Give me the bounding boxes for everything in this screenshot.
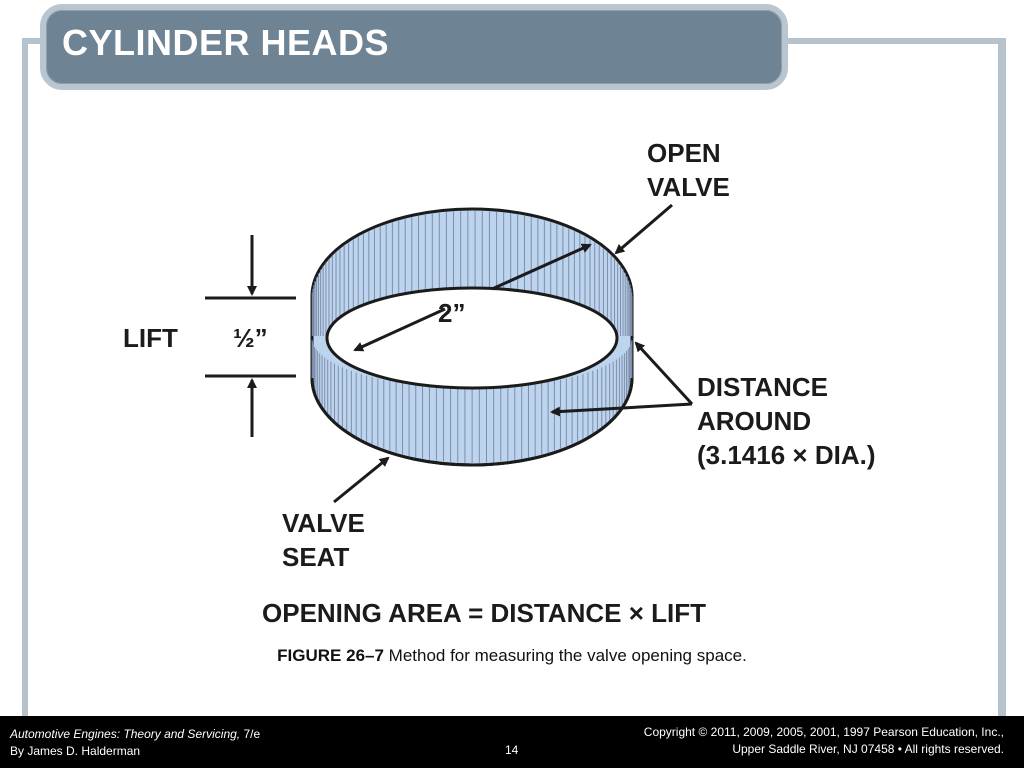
figure-caption-text: Method for measuring the valve opening s… bbox=[383, 646, 747, 665]
distance-label-line3: (3.1416 × DIA.) bbox=[697, 440, 875, 470]
band-stripes bbox=[311, 211, 633, 463]
book-edition: 7/e bbox=[240, 727, 261, 741]
cylinder-band bbox=[310, 207, 634, 467]
footer: Automotive Engines: Theory and Servicing… bbox=[0, 716, 1024, 768]
diameter-arrow bbox=[353, 243, 592, 352]
footer-copyright: Copyright © 2011, 2009, 2005, 2001, 1997… bbox=[644, 724, 1004, 758]
copyright-line2: Upper Saddle River, NJ 07458 • All right… bbox=[732, 742, 1004, 756]
figure-label: FIGURE 26–7 bbox=[277, 646, 384, 665]
book-author: By James D. Halderman bbox=[10, 744, 141, 758]
lift-value: ½” bbox=[233, 323, 268, 353]
lift-label: LIFT bbox=[123, 323, 178, 353]
footer-book-info: Automotive Engines: Theory and Servicing… bbox=[10, 726, 260, 760]
distance-label-line2: AROUND bbox=[697, 406, 811, 436]
formula-text: OPENING AREA = DISTANCE × LIFT bbox=[262, 598, 706, 628]
open-valve-label-line1: OPEN bbox=[647, 138, 721, 168]
valve-seat-arrow bbox=[333, 456, 390, 504]
open-valve-arrow bbox=[614, 203, 673, 255]
distance-arrows bbox=[550, 341, 694, 417]
distance-label-line1: DISTANCE bbox=[697, 372, 828, 402]
title-bar bbox=[40, 4, 788, 90]
book-title: Automotive Engines: Theory and Servicing… bbox=[10, 727, 241, 741]
page-number: 14 bbox=[505, 743, 519, 757]
band-bottom-edge bbox=[310, 377, 634, 467]
band-inner-opening bbox=[325, 286, 619, 390]
diameter-label: 2” bbox=[438, 298, 465, 328]
valve-seat-label-line2: SEAT bbox=[282, 542, 350, 572]
copyright-line1: Copyright © 2011, 2009, 2005, 2001, 1997… bbox=[643, 725, 1004, 739]
slide-title: CYLINDER HEADS bbox=[62, 22, 390, 63]
lift-dimension bbox=[205, 235, 296, 437]
figure-caption: FIGURE 26–7 Method for measuring the val… bbox=[0, 646, 1024, 666]
valve-seat-label-line1: VALVE bbox=[282, 508, 365, 538]
open-valve-label-line2: VALVE bbox=[647, 172, 730, 202]
